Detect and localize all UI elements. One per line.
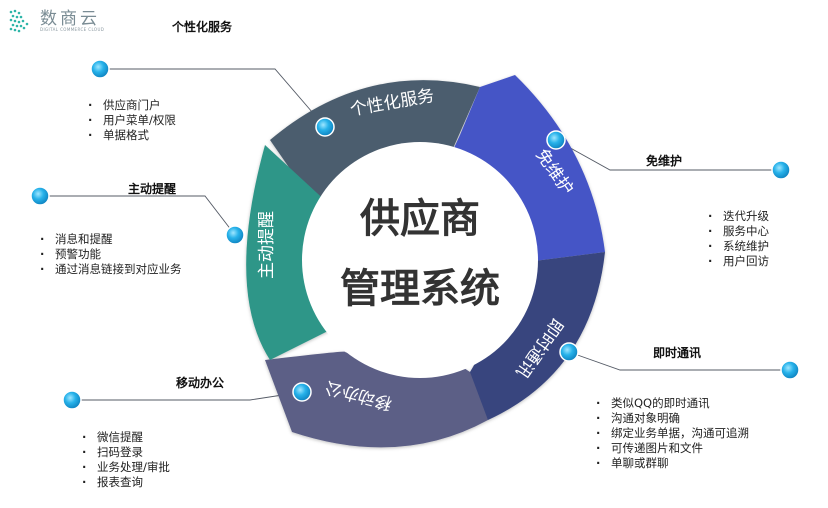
list-item: 扫码登录 [82,445,170,460]
node-maintenance-outer[interactable] [771,160,791,180]
node-personalized-inner[interactable] [315,117,335,137]
list-item: 绑定业务单据，沟通可追溯 [596,426,749,441]
callout-list-maintenance: 迭代升级 服务中心 系统维护 用户回访 [708,209,769,269]
list-item: 单聊或群聊 [596,456,749,471]
logo-tagline: DIGITAL COMMERCE CLOUD [40,27,105,32]
callout-title-mobile: 移动办公 [176,376,225,390]
center-title-line2: 管理系统 [340,266,500,312]
callout-title-maintenance: 免维护 [646,154,683,168]
node-im-outer[interactable] [780,360,800,380]
node-personalized-outer[interactable] [90,59,110,79]
node-mobile-outer[interactable] [62,390,82,410]
callout-list-personalized: 供应商门户 用户菜单/权限 单据格式 [88,98,176,143]
center-title-line1: 供应商 [360,196,480,242]
node-im-inner[interactable] [559,342,579,362]
list-item: 迭代升级 [708,209,769,224]
node-mobile-inner[interactable] [292,382,312,402]
ring-segment-im[interactable] [450,252,605,420]
list-item: 可传递图片和文件 [596,441,749,456]
list-item: 消息和提醒 [40,232,182,247]
list-item: 服务中心 [708,224,769,239]
segment-label-reminder: 主动提醒 [257,211,277,279]
list-item: 用户菜单/权限 [88,113,176,128]
list-item: 用户回访 [708,254,769,269]
connector-line-reminder [40,195,236,236]
callout-list-reminder: 消息和提醒 预警功能 通过消息链接到对应业务 [40,232,182,277]
node-reminder-outer[interactable] [30,186,50,206]
connector-line-mobile [72,391,303,401]
callout-list-im: 类似QQ的即时通讯 沟通对象明确 绑定业务单据，沟通可追溯 可传递图片和文件 单… [596,396,749,471]
callout-title-reminder: 主动提醒 [128,182,177,196]
connector-line-im [568,351,790,371]
connector-line-personalized [100,68,326,128]
list-item: 微信提醒 [82,430,170,445]
logo-dots-icon [9,9,29,33]
node-maintenance-inner[interactable] [546,130,566,150]
connector-line-maintenance [555,139,781,171]
list-item: 供应商门户 [88,98,176,113]
list-item: 沟通对象明确 [596,411,749,426]
list-item: 系统维护 [708,239,769,254]
node-reminder-inner[interactable] [225,225,245,245]
center-circle [302,142,538,378]
callout-list-mobile: 微信提醒 扫码登录 业务处理/审批 报表查询 [82,430,170,490]
ring-segment-reminder[interactable] [246,145,330,360]
logo: 数商云 DIGITAL COMMERCE CLOUD [8,6,118,36]
list-item: 报表查询 [82,475,170,490]
callout-title-im: 即时通讯 [653,346,702,360]
logo-brand: 数商云 [40,9,100,29]
list-item: 预警功能 [40,247,182,262]
list-item: 单据格式 [88,128,176,143]
list-item: 业务处理/审批 [82,460,170,475]
callout-title-personalized: 个性化服务 [172,20,233,34]
list-item: 类似QQ的即时通讯 [596,396,749,411]
list-item: 通过消息链接到对应业务 [40,262,182,277]
